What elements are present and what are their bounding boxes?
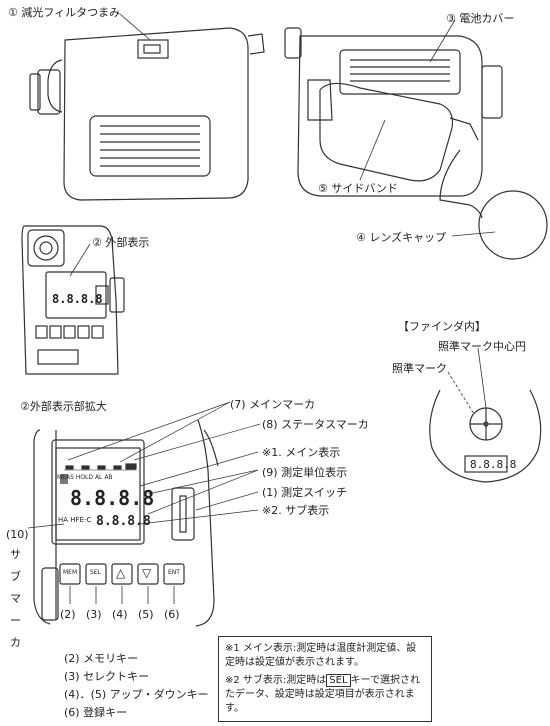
lcd-label-meas: MEAS [57, 474, 74, 481]
lcd-label-ab: AB [104, 474, 113, 481]
note-main-display: ※1 メイン表示:測定時は温度計測定値、設定時は設定値が表示されます。 [225, 643, 417, 668]
notes-box: ※1 メイン表示:測定時は温度計測定値、設定時は設定値が表示されます。 ※2 サ… [218, 636, 432, 722]
button-number-2: (2) [60, 608, 76, 621]
main-display-label: ※1. メイン表示 [262, 446, 341, 459]
button-number-3: (3) [86, 608, 102, 621]
external-display-enlarged-label: ②外部表示部拡大 [20, 400, 107, 413]
sub-marker-char-3: マ [10, 592, 21, 605]
key-select: (3) セレクトキー [64, 670, 150, 683]
small-lcd-digits: 8.8.8.8 [52, 292, 103, 306]
sub-marker-number: (10) [6, 528, 29, 541]
status-marker-label: (8) ステータスマーカ [262, 418, 369, 431]
camera-side-view-left [29, 13, 265, 201]
main-lcd-digits: 8.8.8.8 [70, 486, 155, 510]
key-memory: (2) メモリキー [64, 652, 139, 665]
lcd-status-labels: MEAS HOLD AL AB [57, 474, 113, 481]
center-circle-label: 照準マーク中心円 [438, 340, 526, 353]
finder-title: 【ファインダ内】 [398, 320, 486, 333]
mem-button[interactable]: MEM [63, 569, 78, 576]
up-button[interactable]: △ [116, 566, 126, 580]
unit-display-label: (9) 測定単位表示 [262, 466, 348, 479]
measure-switch-label: (1) 測定スイッチ [262, 486, 348, 499]
key-up-down: (4)．(5) アップ・ダウンキー [64, 688, 209, 701]
key-enter: (6) 登録キー [64, 706, 128, 719]
note-sub-display-b: キーで選択されたデータ、設定時は設定項目が表示されます。 [225, 675, 420, 714]
finder-view [429, 347, 542, 483]
sel-button[interactable]: SEL [90, 569, 101, 576]
sel-key-box: SEL [326, 674, 351, 687]
sub-lcd-digits: 8.8.8.8 [96, 514, 151, 529]
down-button[interactable]: ▽ [142, 566, 152, 580]
enlarged-device [27, 401, 261, 627]
lens-cap-label: ④ レンズキャップ [356, 231, 447, 244]
sub-marker-char-1: サ [10, 548, 21, 561]
sub-display-label: ※2. サブ表示 [262, 504, 330, 517]
external-display-label: ② 外部表示 [92, 236, 150, 249]
side-band-label: ⑤ サイドバンド [318, 182, 398, 195]
sub-marker-char-5: カ [10, 636, 21, 649]
button-number-6: (6) [164, 608, 180, 621]
lcd-sub-labels: HA HFE-C [58, 516, 92, 524]
note-sub-display-a: ※2 サブ表示:測定時は [225, 675, 327, 686]
nd-filter-knob-label: ① 減光フィルタつまみ [8, 6, 121, 19]
sub-marker-char-2: ブ [10, 570, 21, 583]
ent-button[interactable]: ENT [168, 569, 180, 576]
battery-cover-label: ③ 電池カバー [446, 12, 515, 25]
button-number-5: (5) [138, 608, 154, 621]
device-rear-view [21, 225, 125, 375]
main-marker-label: (7) メインマーカ [230, 398, 316, 411]
camera-side-view-right [284, 19, 548, 260]
finder-digits: 8.8.8.8 [470, 458, 517, 471]
aim-mark-label: 照準マーク [392, 362, 447, 375]
button-number-4: (4) [112, 608, 128, 621]
sub-marker-char-4: ー [10, 614, 21, 627]
lcd-label-al: AL [94, 474, 103, 481]
lcd-label-hold: HOLD [75, 474, 94, 481]
